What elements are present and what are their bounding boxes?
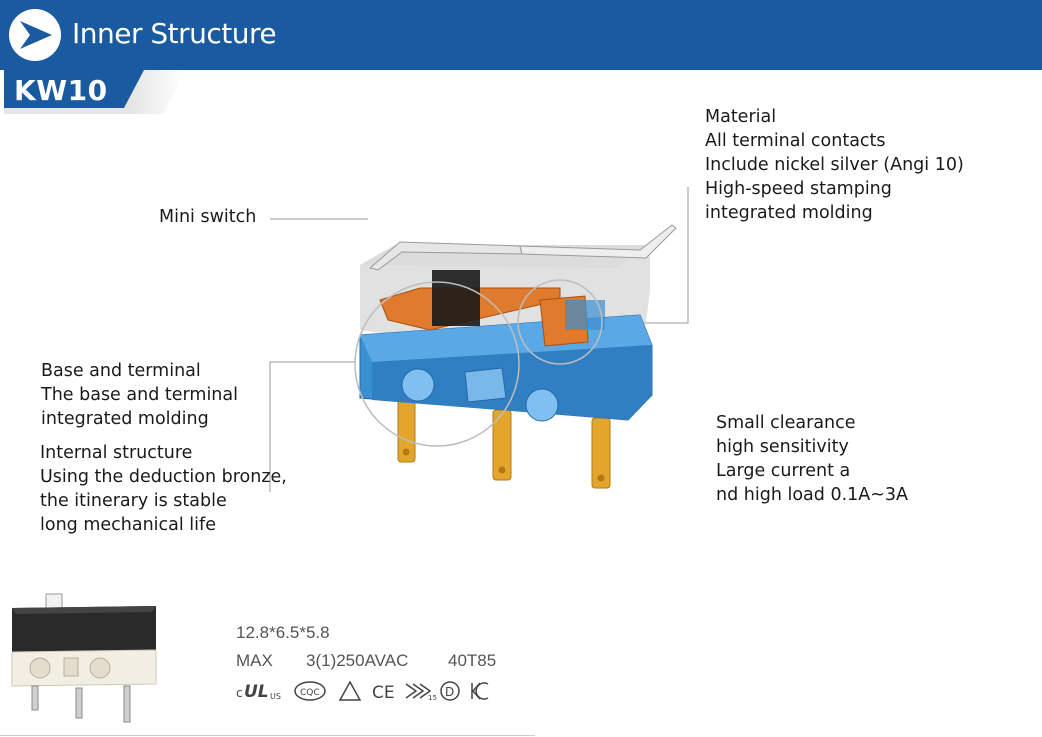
internal-structure-line: the itinerary is stable (40, 491, 227, 511)
svg-text:D: D (445, 685, 454, 699)
material-line: All terminal contacts (705, 131, 886, 151)
cqc-icon: CQC (294, 681, 326, 701)
dimensions-text: 12.8*6.5*5.8 (236, 623, 330, 642)
material-line: High-speed stamping (705, 179, 892, 199)
svg-text:15: 15 (428, 694, 437, 702)
certification-row: c UL US CQC CE 15 D (236, 680, 489, 703)
d-mark-icon: D (440, 681, 460, 701)
enec-icon: 15 (405, 683, 437, 702)
play-arrow-icon (9, 9, 61, 61)
base-terminal-line: integrated molding (41, 409, 209, 429)
svg-text:UL: UL (244, 682, 269, 702)
divider (0, 735, 535, 736)
clearance-line: nd high load 0.1A~3A (716, 485, 909, 505)
material-label: Material All terminal contacts Include n… (705, 105, 964, 225)
max-label: MAX (236, 651, 273, 670)
ce-icon: CE (372, 683, 395, 703)
kc-icon (471, 682, 489, 700)
svg-text:CQC: CQC (300, 688, 320, 698)
model-tab-background (4, 70, 184, 114)
clearance-line: high sensitivity (716, 437, 849, 457)
material-line: Material (705, 107, 777, 127)
svg-text:US: US (270, 692, 281, 701)
base-terminal-label: Base and terminal The base and terminal … (41, 359, 238, 431)
internal-structure-line: long mechanical life (40, 515, 216, 535)
material-line: integrated molding (705, 203, 873, 223)
temp-text: 40T85 (448, 651, 497, 670)
ul-icon: c UL US (236, 682, 281, 702)
base-terminal-line: The base and terminal (41, 385, 238, 405)
internal-structure-line: Using the deduction bronze, (40, 467, 287, 487)
triangle-icon (338, 680, 362, 701)
inner-mechanism (379, 270, 605, 347)
mini-switch-label: Mini switch (159, 207, 257, 227)
clearance-line: Small clearance (716, 413, 856, 433)
terminal-pins (397, 391, 611, 489)
highlight-circles (354, 279, 603, 447)
clearance-label: Small clearance high sensitivity Large c… (716, 411, 908, 507)
actuator-lever (368, 224, 677, 271)
material-line: Include nickel silver (Angi 10) (705, 155, 964, 175)
svg-text:c: c (236, 686, 243, 700)
clearance-line: Large current a (716, 461, 851, 481)
page-title: Inner Structure (72, 17, 277, 50)
svg-text:CE: CE (372, 683, 395, 703)
header-bar: Inner Structure (0, 0, 1042, 70)
rating-text: 3(1)250AVAC (306, 651, 409, 670)
model-label: KW10 (14, 74, 108, 107)
product-photo (11, 593, 157, 723)
internal-structure-label: Internal structure Using the deduction b… (40, 441, 287, 537)
base-terminal-line: Base and terminal (41, 361, 201, 381)
internal-structure-line: Internal structure (40, 443, 193, 463)
